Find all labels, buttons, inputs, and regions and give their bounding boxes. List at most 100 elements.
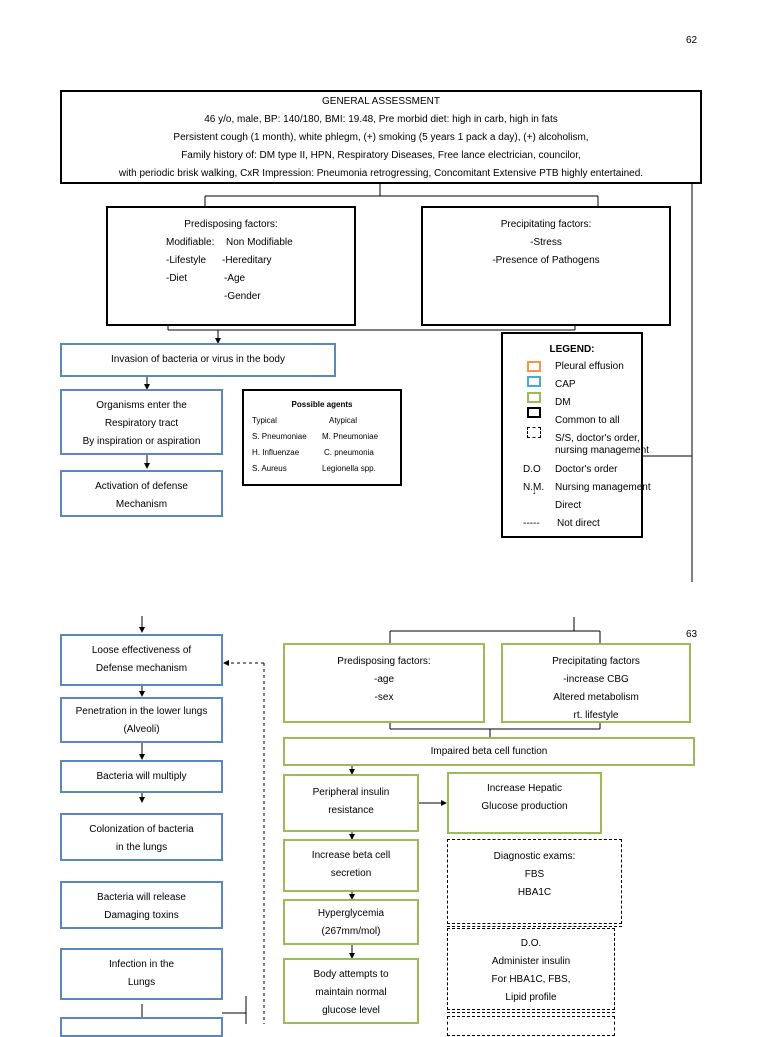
infection-text: Infection in the (108, 959, 175, 970)
precipitating-title: Precipitating factors: (500, 219, 592, 230)
activation-box: Activation of defense Mechanism (60, 470, 223, 517)
loose-effectiveness-box: Loose effectiveness of Defense mechanism (60, 634, 223, 686)
peripheral-text: Peripheral insulin (312, 787, 390, 798)
colonization-text: in the lungs (115, 842, 168, 853)
legend-key: ----- (523, 518, 540, 529)
doctor-order-text: Administer insulin (491, 956, 571, 967)
agent-typical: S. Aureus (252, 464, 287, 473)
dashed-separator (447, 1012, 615, 1013)
infection-text: Lungs (127, 977, 156, 988)
page-number-top: 62 (686, 35, 698, 46)
legend-label: Doctor's order (555, 464, 618, 475)
dm-precipitating-title: Precipitating factors (552, 656, 640, 667)
diagnostic-text: Diagnostic exams: (493, 851, 576, 862)
precipitating-item: -Stress (530, 237, 562, 248)
beta-text: Increase beta cell (311, 850, 391, 861)
legend-label: nursing management (555, 445, 649, 456)
body-text: glucose level (322, 1005, 380, 1016)
modifiable-item: -Lifestyle (166, 255, 207, 266)
precipitating-item: -Presence of Pathogens (492, 255, 600, 266)
agent-atypical: M. Pneumoniae (322, 432, 379, 441)
non-modifiable-label: Non Modifiable (226, 237, 293, 248)
invasion-box: Invasion of bacteria or virus in the bod… (60, 343, 336, 377)
dashed-separator (447, 926, 622, 927)
hepatic-text: Increase Hepatic (486, 783, 563, 794)
organisms-text: Organisms enter the (96, 400, 187, 411)
hyper-text: (267mm/mol) (321, 926, 381, 937)
hepatic-text: Glucose production (481, 801, 568, 812)
toxins-box: Bacteria will release Damaging toxins (60, 881, 223, 929)
toxins-text: Damaging toxins (104, 910, 179, 921)
legend-label: Common to all (555, 415, 620, 426)
modifiable-label: Modifiable: (166, 237, 215, 248)
agent-atypical: Legionella spp. (322, 464, 376, 473)
legend-label: Pleural effusion (555, 361, 624, 372)
penetration-box: Penetration in the lower lungs (Alveoli) (60, 697, 223, 743)
impaired-beta-box: Impaired beta cell function (283, 737, 695, 766)
legend-box: LEGEND: Pleural effusion CAP DM Common t… (501, 332, 651, 538)
activation-text: Activation of defense (95, 481, 188, 492)
loose-text: Loose effectiveness of (91, 645, 192, 656)
dm-precipitating-item: rt. lifestyle (573, 710, 619, 721)
page-number-middle: 63 (686, 629, 698, 640)
precipitating-factors-box: Precipitating factors: -Stress -Presence… (421, 206, 671, 326)
doctor-order-text: For HBA1C, FBS, (491, 974, 571, 985)
organisms-text: By inspiration or aspiration (82, 436, 201, 447)
dm-precipitating-item: -increase CBG (563, 674, 629, 685)
activation-text: Mechanism (115, 499, 168, 510)
hyper-text: Hyperglycemia (317, 908, 385, 919)
legend-key: D.O (523, 464, 541, 475)
pleural-swatch-icon (527, 361, 541, 372)
hepatic-box: Increase Hepatic Glucose production (447, 772, 602, 834)
diagnostic-text: HBA1C (517, 887, 552, 898)
legend-label: Not direct (557, 518, 600, 529)
penetration-text: Penetration in the lower lungs (75, 706, 208, 717)
agents-header: Atypical (329, 416, 358, 425)
dm-precipitating-box: Precipitating factors -increase CBG Alte… (501, 643, 691, 723)
doctor-order-text: Lipid profile (505, 992, 557, 1003)
agent-typical: H. Influenzae (252, 448, 300, 457)
assessment-line: with periodic brisk walking, CxR Impress… (118, 168, 644, 179)
colonization-text: Colonization of bacteria (89, 824, 194, 835)
multiply-box: Bacteria will multiply (60, 760, 223, 793)
legend-label: Direct (555, 500, 582, 511)
non-modifiable-item: -Hereditary (222, 255, 272, 266)
beta-secretion-box: Increase beta cell secretion (283, 839, 419, 892)
organisms-text: Respiratory tract (104, 418, 179, 429)
legend-label: Nursing management (555, 482, 651, 493)
toxins-text: Bacteria will release (97, 892, 186, 903)
legend-label: CAP (555, 379, 576, 390)
body-text: maintain normal (315, 987, 387, 998)
common-swatch-icon (527, 407, 541, 418)
assessment-line: Persistent cough (1 month), white phlegm… (173, 132, 589, 143)
doctor-order-text: D.O. (520, 938, 542, 949)
body-attempts-box: Body attempts to maintain normal glucose… (283, 958, 419, 1024)
general-assessment-box: GENERAL ASSESSMENT 46 y/o, male, BP: 140… (60, 90, 702, 184)
agents-header: Typical (252, 416, 277, 425)
assessment-line: Family history of: DM type II, HPN, Resp… (181, 150, 581, 161)
dm-precipitating-item: Altered metabolism (553, 692, 639, 703)
legend-key: N.M. (523, 482, 545, 493)
multiply-text: Bacteria will multiply (96, 771, 187, 782)
assessment-line: 46 y/o, male, BP: 140/180, BMI: 19.48, P… (204, 114, 558, 125)
diagnostic-exams-box: Diagnostic exams: FBS HBA1C (447, 839, 622, 924)
infection-box: Infection in the Lungs (60, 948, 223, 1000)
legend-label: S/S, doctor's order, (555, 433, 640, 444)
peripheral-insulin-box: Peripheral insulin resistance (283, 774, 419, 832)
legend-title: LEGEND: (549, 344, 595, 355)
predisposing-factors-box: Predisposing factors: Modifiable: -Lifes… (106, 206, 356, 326)
next-cap-box (60, 1017, 223, 1037)
diagnostic-text: FBS (524, 869, 545, 880)
dm-predisposing-title: Predisposing factors: (337, 656, 431, 667)
invasion-text: Invasion of bacteria or virus in the bod… (111, 354, 285, 365)
modifiable-item: -Diet (166, 273, 188, 284)
dm-swatch-icon (527, 392, 541, 403)
next-dashed-box (447, 1016, 615, 1036)
non-modifiable-item: -Gender (224, 291, 261, 302)
modifiable-column: Modifiable: -Lifestyle -Diet (166, 234, 236, 288)
non-modifiable-item: -Age (224, 273, 246, 284)
body-text: Body attempts to (313, 969, 389, 980)
beta-text: secretion (330, 868, 372, 879)
non-modifiable-column: Non Modifiable -Hereditary -Age -Gender (222, 234, 342, 306)
